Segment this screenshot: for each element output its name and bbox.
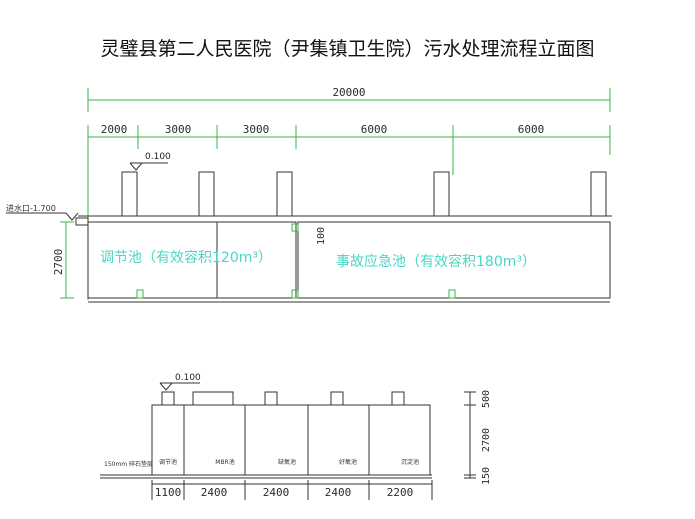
bottom-dim-5: 2200 bbox=[387, 486, 414, 499]
right-dim-top: 500 bbox=[481, 390, 492, 408]
segment-dim-4: 6000 bbox=[361, 123, 388, 136]
inlet-label: 进水口-1.700 bbox=[6, 203, 56, 213]
bottom-dim-1: 1100 bbox=[155, 486, 182, 499]
lower-elevation: 0.100 150mm 碎石垫层 调节池 MBR池 缺氧池 好氧池 沉淀池 11… bbox=[100, 373, 492, 500]
upper-height-dim: 2700 bbox=[52, 249, 65, 276]
bottom-dim-4: 2400 bbox=[325, 486, 352, 499]
total-width-dim: 20000 bbox=[332, 86, 365, 99]
regulating-tank-label: 调节池（有效容积120m³） bbox=[100, 249, 272, 266]
upper-elevation: 20000 2000 3000 3000 6000 6000 0.100 bbox=[6, 86, 612, 303]
right-dim-bottom: 150 bbox=[481, 467, 492, 485]
compartment-5-label: 沉淀池 bbox=[401, 458, 419, 466]
segment-dim-1: 2000 bbox=[101, 123, 128, 136]
bottom-dim-2: 2400 bbox=[201, 486, 228, 499]
right-dim-middle: 2700 bbox=[481, 428, 492, 452]
bottom-dim-3: 2400 bbox=[263, 486, 290, 499]
upper-inner-dim: 100 bbox=[316, 227, 327, 245]
segment-dim-3: 3000 bbox=[243, 123, 270, 136]
drawing-title: 灵璧县第二人民医院（尹集镇卫生院）污水处理流程立面图 bbox=[100, 38, 595, 60]
compartment-4-label: 好氧池 bbox=[339, 458, 357, 466]
segment-dim-5: 6000 bbox=[518, 123, 545, 136]
compartment-2-label: MBR池 bbox=[215, 458, 234, 466]
lower-elevation-marker: 0.100 bbox=[175, 373, 201, 383]
upper-elevation-marker: 0.100 bbox=[145, 152, 171, 162]
segment-dim-2: 3000 bbox=[165, 123, 192, 136]
gravel-cushion-note: 150mm 碎石垫层 bbox=[104, 460, 153, 468]
compartment-3-label: 缺氧池 bbox=[278, 458, 296, 466]
emergency-tank-label: 事故应急池（有效容积180m³） bbox=[336, 253, 536, 270]
compartment-1-label: 调节池 bbox=[159, 458, 177, 466]
